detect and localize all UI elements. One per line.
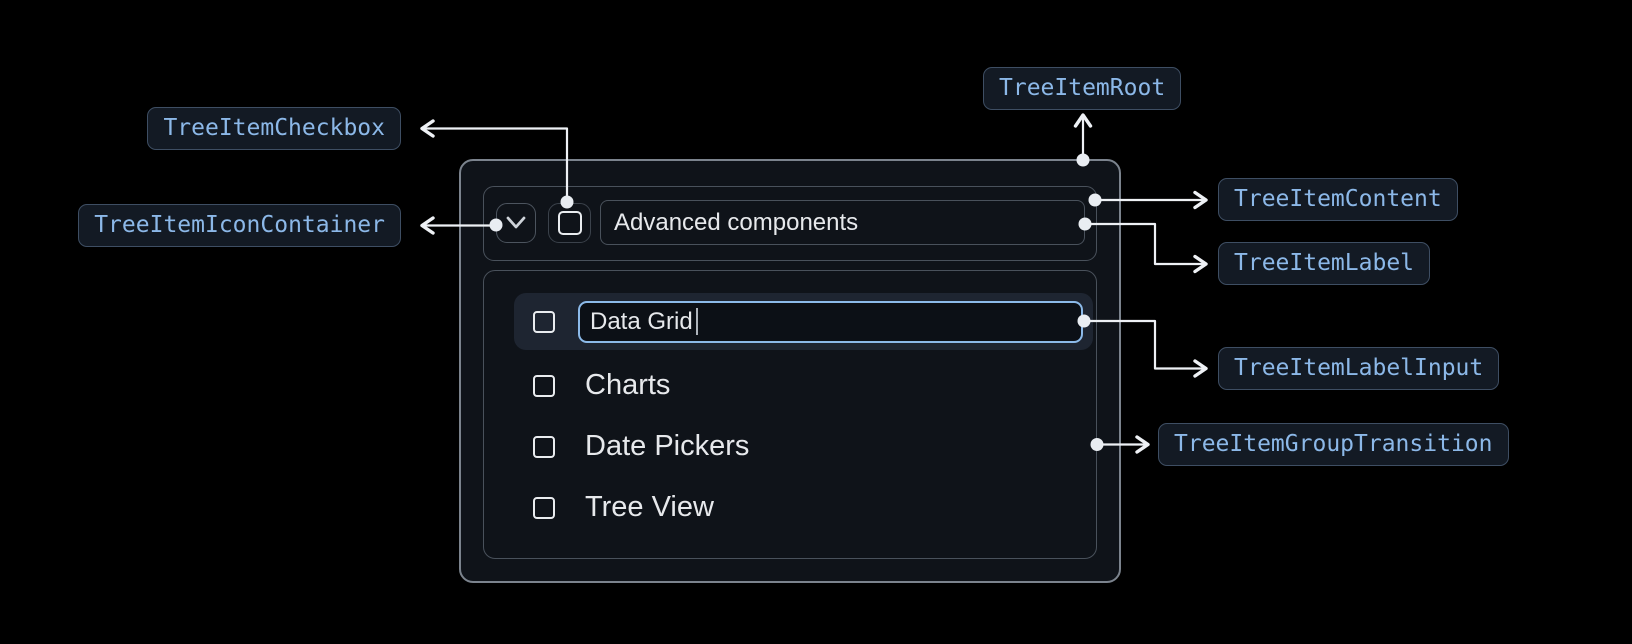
tree-item-label-box[interactable]: Advanced components	[600, 200, 1085, 245]
row-checkbox[interactable]	[533, 374, 555, 397]
tree-item-row[interactable]: Date Pickers	[514, 418, 1093, 475]
chip-tree-item-content: TreeItemContent	[1218, 178, 1458, 221]
row-label[interactable]: Tree View	[585, 491, 714, 523]
chip-tree-item-icon-container: TreeItemIconContainer	[78, 204, 401, 247]
tree-item-row-editing[interactable]: Data Grid	[514, 293, 1093, 350]
row-checkbox[interactable]	[533, 435, 555, 458]
tree-item-label-input[interactable]: Data Grid	[578, 300, 1083, 343]
label-input-value: Data Grid	[590, 307, 693, 335]
expand-collapse-button[interactable]	[496, 203, 536, 243]
chip-tree-item-group-transition: TreeItemGroupTransition	[1158, 423, 1509, 466]
chip-tree-item-label: TreeItemLabel	[1218, 242, 1431, 285]
checkbox-unchecked-icon	[557, 211, 582, 235]
tree-item-row[interactable]: Charts	[514, 357, 1093, 414]
tree-item-group-box	[483, 270, 1097, 559]
text-caret	[695, 308, 699, 335]
chevron-down-icon	[506, 216, 526, 229]
row-label[interactable]: Charts	[585, 369, 671, 401]
row-checkbox[interactable]	[533, 496, 555, 519]
parent-item-label: Advanced components	[614, 208, 859, 236]
chip-tree-item-label-input: TreeItemLabelInput	[1218, 347, 1500, 390]
tree-item-root-box	[459, 159, 1121, 583]
parent-checkbox[interactable]	[548, 203, 591, 243]
chip-tree-item-root: TreeItemRoot	[983, 67, 1182, 110]
row-label[interactable]: Date Pickers	[585, 430, 750, 462]
tree-item-row[interactable]: Tree View	[514, 479, 1093, 536]
row-checkbox[interactable]	[533, 310, 555, 333]
chip-tree-item-checkbox: TreeItemCheckbox	[147, 107, 401, 150]
